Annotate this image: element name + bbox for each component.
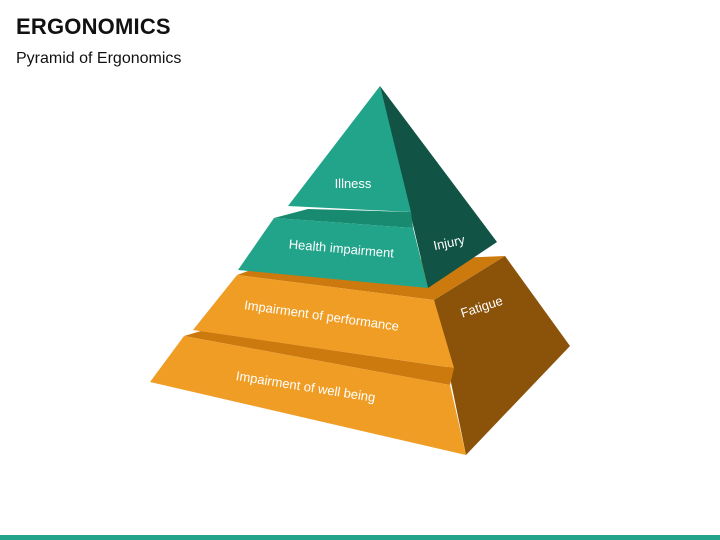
fatigue-side-face (434, 256, 570, 455)
slide-title: ERGONOMICS (16, 14, 171, 39)
bottom-accent-bar (0, 535, 720, 540)
well-being-tier-top (184, 331, 454, 385)
health-impairment-tier-top (274, 209, 413, 228)
slide-subtitle: Pyramid of Ergonomics (16, 50, 182, 67)
health-impairment-tier-front (238, 218, 428, 288)
illness-tier-front (288, 86, 411, 212)
performance-tier-front (193, 275, 454, 368)
illness-label: Illness (335, 176, 372, 191)
injury-side-face (380, 86, 497, 288)
well-being-tier-front (150, 336, 466, 455)
injury-label: Injury (432, 232, 467, 253)
